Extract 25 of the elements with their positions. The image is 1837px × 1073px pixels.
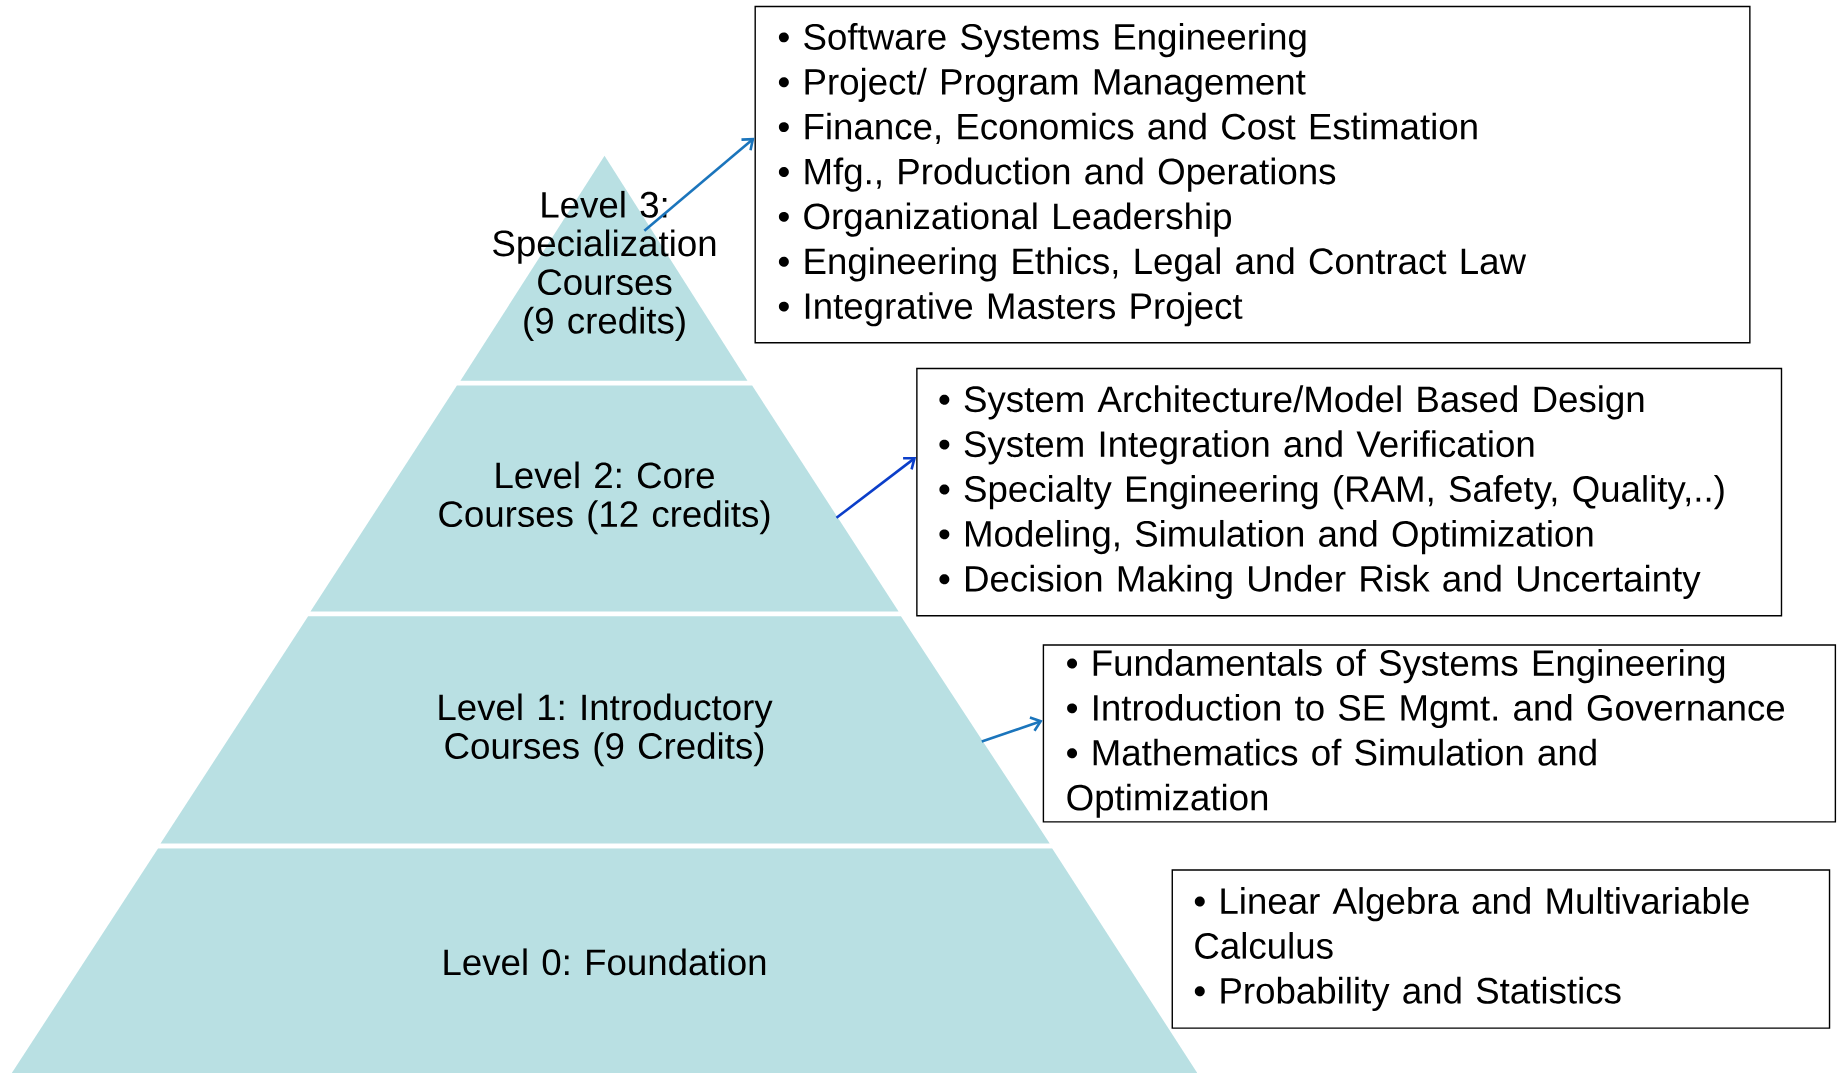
list-item: • Introduction to SE Mgmt. and Governance [1067, 693, 1785, 729]
course-list-box [1042, 644, 1837, 823]
list-item: • Finance, Economics and Cost Estimation [778, 112, 1477, 144]
course-list-box [916, 367, 1783, 617]
list-item: • Integrative Masters Project [778, 292, 1243, 327]
list-item: • Mathematics of Simulation and Optimization [1067, 738, 1596, 818]
course-list-box [1171, 869, 1831, 1029]
arrow [835, 456, 917, 519]
list-item: • System Integration and Verification [939, 430, 1534, 465]
arrow [643, 137, 755, 232]
arrow [981, 716, 1043, 743]
list-item: • Project/ Program Management [778, 67, 1306, 102]
list-item: • Specialty Engineering (RAM, Safety, Quality,..) [939, 475, 1724, 510]
pyramid-level: Level 2: Core Courses (12 credits) [310, 385, 899, 612]
pyramid-level: Level 3: Specialization Courses (9 credits) [460, 155, 748, 381]
course-list-box [754, 5, 1751, 344]
pyramid-level: Level 1: Introductory Courses (9 Credits) [160, 616, 1050, 844]
list-item: • System Architecture/Model Based Design [939, 385, 1644, 420]
list-item: • Mfg., Production and Operations [778, 157, 1336, 192]
list-item: • Modeling, Simulation and Optimization [939, 519, 1593, 555]
list-item: • Fundamentals of Systems Engineering [1067, 649, 1725, 684]
list-item: • Software Systems Engineering [778, 22, 1306, 58]
list-item: • Decision Making Under Risk and Uncertainty [939, 564, 1701, 599]
list-item: • Engineering Ethics, Legal and Contract Law [778, 247, 1527, 282]
list-item: • Organizational Leadership [778, 202, 1231, 237]
